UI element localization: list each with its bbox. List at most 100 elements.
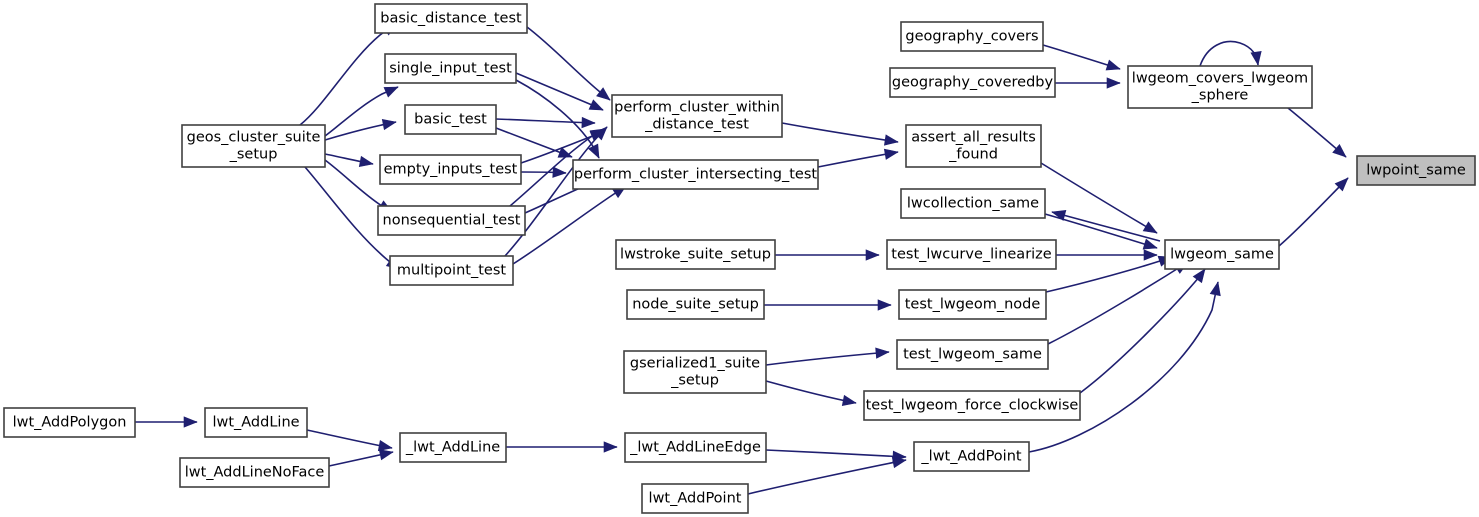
node-box-basic_distance_test[interactable] <box>374 3 528 34</box>
node-box-_lwt_AddPoint[interactable] <box>913 441 1030 472</box>
node-box-basic_test[interactable] <box>404 104 497 135</box>
arrowhead-icon <box>377 439 393 452</box>
node-_lwt_AddLineEdge[interactable]: _lwt_AddLineEdge <box>624 432 767 463</box>
node-perform_cluster_within_distance_test[interactable]: perform_cluster_within_distance_test <box>611 94 783 138</box>
edge-basic_test-to-perform_cluster_intersecting_test <box>495 127 573 158</box>
node-box-lwstroke_suite_setup[interactable] <box>615 239 776 270</box>
node-box-lwt_AddLine[interactable] <box>204 407 308 438</box>
node-box-lwcollection_same[interactable] <box>900 188 1046 219</box>
node-lwcollection_same[interactable]: lwcollection_same <box>900 188 1046 219</box>
edge-assert_all_results_found-to-lwgeom_same <box>1040 162 1158 234</box>
arrowhead-icon <box>1143 249 1158 261</box>
node-box-empty_inputs_test[interactable] <box>379 154 522 185</box>
arrowhead-icon <box>1051 210 1067 221</box>
edge-lwt_AddLineNoFace-to-_lwt_AddLine <box>328 449 394 467</box>
node-assert_all_results_found[interactable]: assert_all_results_found <box>905 124 1042 168</box>
node-box-test_lwgeom_node[interactable] <box>898 289 1047 320</box>
node-test_lwgeom_same[interactable]: test_lwgeom_same <box>896 339 1049 370</box>
node-geography_covers[interactable]: geography_covers <box>900 21 1044 52</box>
arrowhead-icon <box>1250 51 1262 66</box>
node-box-assert_all_results_found[interactable] <box>905 124 1042 168</box>
node-node_suite_setup[interactable]: node_suite_setup <box>626 289 765 320</box>
node-label-perform_cluster_intersecting_test: perform_cluster_intersecting_test <box>574 167 817 183</box>
edge-lwt_AddPolygon-to-lwt_AddLine <box>134 416 198 428</box>
node-geos_cluster_suite_setup[interactable]: geos_cluster_suite_setup <box>181 124 326 168</box>
node-box-lwt_AddPolygon[interactable] <box>3 407 136 438</box>
node-box-nonsequential_test[interactable] <box>377 205 526 236</box>
node-lwpoint_same[interactable]: lwpoint_same <box>1356 155 1476 186</box>
node-box-lwgeom_covers_lwgeom_sphere[interactable] <box>1127 65 1313 109</box>
node-lwt_AddLineNoFace[interactable]: lwt_AddLineNoFace <box>179 457 330 488</box>
node-box-single_input_test[interactable] <box>384 53 517 84</box>
nodes-layer: basic_distance_test single_input_testbasi… <box>3 3 1476 514</box>
node-single_input_test[interactable]: single_input_test <box>384 53 517 84</box>
node-box-geography_coveredby[interactable] <box>889 67 1056 98</box>
node-label-multipoint_test: multipoint_test <box>397 263 506 279</box>
node-box-lwgeom_same[interactable] <box>1164 239 1280 270</box>
node-label-test_lwcurve_linearize: test_lwcurve_linearize <box>891 247 1052 263</box>
node-label-lwt_AddPolygon: lwt_AddPolygon <box>13 415 127 431</box>
node-basic_test[interactable]: basic_test <box>404 104 497 135</box>
node-lwstroke_suite_setup[interactable]: lwstroke_suite_setup <box>615 239 776 270</box>
edge-perform_cluster_intersecting_test-to-assert_all_results_found <box>817 148 899 168</box>
node-label-gserialized1_suite_setup: _setup <box>670 373 719 389</box>
node-box-node_suite_setup[interactable] <box>626 289 765 320</box>
node-box-lwpoint_same[interactable] <box>1356 155 1476 186</box>
node-label-test_lwgeom_node: test_lwgeom_node <box>905 297 1041 313</box>
node-empty_inputs_test[interactable]: empty_inputs_test <box>379 154 522 185</box>
node-lwgeom_same[interactable]: lwgeom_same <box>1164 239 1280 270</box>
node-multipoint_test[interactable]: multipoint_test <box>389 255 514 286</box>
arrowhead-icon <box>383 86 399 98</box>
edge-_lwt_AddPoint-to-lwgeom_same <box>1028 281 1221 453</box>
node-label-geography_coveredby: geography_coveredby <box>892 75 1054 91</box>
node-perform_cluster_intersecting_test[interactable]: perform_cluster_intersecting_test <box>572 159 819 190</box>
node-box-lwt_AddLineNoFace[interactable] <box>179 457 330 488</box>
edge-_lwt_AddLineEdge-to-_lwt_AddPoint <box>765 449 907 462</box>
node-gserialized1_suite_setup[interactable]: gserialized1_suite_setup <box>623 350 767 394</box>
node-_lwt_AddPoint[interactable]: _lwt_AddPoint <box>913 441 1030 472</box>
arrowhead-icon <box>841 394 857 406</box>
node-box-geography_covers[interactable] <box>900 21 1044 52</box>
node-label-lwgeom_same: lwgeom_same <box>1170 247 1274 263</box>
node-box-lwt_AddPoint[interactable] <box>641 483 749 514</box>
node-box-multipoint_test[interactable] <box>389 255 514 286</box>
node-box-test_lwgeom_force_clockwise[interactable] <box>863 390 1081 421</box>
node-test_lwgeom_node[interactable]: test_lwgeom_node <box>898 289 1047 320</box>
arrowhead-icon <box>581 116 596 129</box>
node-box-_lwt_AddLine[interactable] <box>399 432 507 463</box>
node-box-gserialized1_suite_setup[interactable] <box>623 350 767 394</box>
node-box-test_lwcurve_linearize[interactable] <box>886 239 1057 270</box>
node-geography_coveredby[interactable]: geography_coveredby <box>889 67 1056 98</box>
node-basic_distance_test[interactable]: basic_distance_test <box>374 3 528 34</box>
node-box-test_lwgeom_same[interactable] <box>896 339 1049 370</box>
edge-multipoint_test-to-perform_cluster_intersecting_test <box>512 185 627 265</box>
arrowhead-icon <box>358 155 374 168</box>
node-label-geos_cluster_suite_setup: geos_cluster_suite <box>187 130 321 146</box>
arrowhead-icon <box>891 457 907 469</box>
arrowhead-icon <box>593 126 608 141</box>
node-label-geos_cluster_suite_setup: _setup <box>229 147 278 163</box>
arrowhead-icon <box>884 134 899 146</box>
edge-basic_test-to-perform_cluster_within_distance_test <box>495 116 596 129</box>
node-box-_lwt_AddLineEdge[interactable] <box>624 432 767 463</box>
node-lwgeom_covers_lwgeom_sphere[interactable]: lwgeom_covers_lwgeom_sphere <box>1127 65 1313 109</box>
node-lwt_AddPoint[interactable]: lwt_AddPoint <box>641 483 749 514</box>
node-label-test_lwgeom_force_clockwise: test_lwgeom_force_clockwise <box>866 398 1079 414</box>
node-nonsequential_test[interactable]: nonsequential_test <box>377 205 526 236</box>
node-test_lwgeom_force_clockwise[interactable]: test_lwgeom_force_clockwise <box>863 390 1081 421</box>
node-label-node_suite_setup: node_suite_setup <box>632 297 759 313</box>
node-lwt_AddLine[interactable]: lwt_AddLine <box>204 407 308 438</box>
arrowhead-icon <box>865 249 880 261</box>
node-box-geos_cluster_suite_setup[interactable] <box>181 124 326 168</box>
edge-lwt_AddLine-to-_lwt_AddLine <box>306 429 393 452</box>
node-box-perform_cluster_intersecting_test[interactable] <box>572 159 819 190</box>
edge-lwstroke_suite_setup-to-test_lwcurve_linearize <box>775 249 880 261</box>
node-test_lwcurve_linearize[interactable]: test_lwcurve_linearize <box>886 239 1057 270</box>
edge-empty_inputs_test-to-perform_cluster_intersecting_test <box>520 166 567 178</box>
node-lwt_AddPolygon[interactable]: lwt_AddPolygon <box>3 407 136 438</box>
node-label-lwgeom_covers_lwgeom_sphere: _sphere <box>1191 88 1249 104</box>
node-_lwt_AddLine[interactable]: _lwt_AddLine <box>399 432 507 463</box>
node-box-perform_cluster_within_distance_test[interactable] <box>611 94 783 138</box>
edge-multipoint_test-to-perform_cluster_within_distance_test <box>504 126 608 257</box>
